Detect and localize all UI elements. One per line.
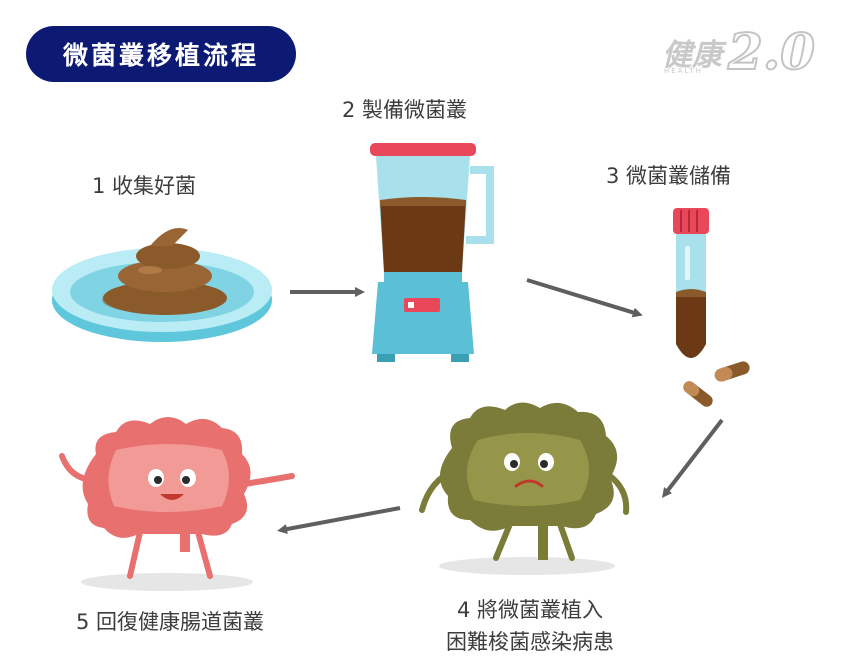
logo-text: 健康 <box>662 38 722 73</box>
step-3-label: 3 微菌叢儲備 <box>606 164 732 188</box>
healthy-colon-illustration <box>59 417 295 591</box>
arrow-4-to-5 <box>277 506 401 534</box>
step-2-label: 2 製備微菌叢 <box>342 98 468 122</box>
arrow-3-to-4 <box>661 418 724 498</box>
brand-logo: 健康 HEALTH 2.0 <box>662 21 842 88</box>
step-1-label: 1 收集好菌 <box>92 174 197 198</box>
step-4-label: 4 將微菌叢植入 困難梭菌感染病患 <box>415 594 645 658</box>
logo-subtext: HEALTH <box>664 67 703 75</box>
step-5-label: 5 回復健康腸道菌叢 <box>76 610 265 634</box>
arrow-2-to-3 <box>526 278 643 318</box>
test-tube-illustration <box>673 208 709 358</box>
step-4-line2: 困難梭菌感染病患 <box>446 630 614 654</box>
step-4-line1: 4 將微菌叢植入 <box>456 598 604 622</box>
petri-dish-illustration <box>52 228 272 342</box>
sick-colon-illustration <box>419 402 630 575</box>
page-title: 微菌叢移植流程 <box>26 26 296 82</box>
capsules-illustration <box>683 361 750 407</box>
blender-illustration <box>370 143 494 362</box>
logo-number: 2.0 <box>727 21 816 82</box>
